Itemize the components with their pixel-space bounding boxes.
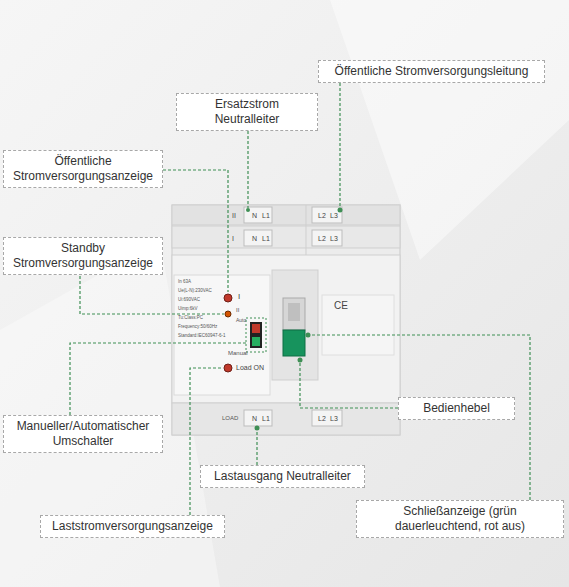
callout-text: Öffentliche Stromversorgungsleitung	[325, 64, 538, 79]
device-marking: II	[236, 307, 239, 314]
device-marking: LOAD	[222, 415, 238, 422]
device-marking: Manual	[228, 350, 248, 357]
device-marking: N	[252, 235, 257, 243]
device-marking: L3	[330, 212, 338, 220]
device-marking: In 63A	[178, 280, 191, 285]
device-marking: II	[232, 212, 236, 220]
callout-text: Öffentliche Stromversorgungsanzeige	[10, 154, 156, 184]
device-marking: Tu:Class:PC	[178, 316, 203, 321]
callout-box: Öffentliche Stromversorgungsleitung	[318, 60, 545, 83]
device-marking: L3	[330, 235, 338, 243]
device-marking: Frequency:50/60Hz	[178, 325, 217, 330]
device-marking: Load ON	[236, 364, 264, 372]
callout-text: Lastausgang Neutralleiter	[207, 469, 358, 484]
device-marking: L2	[318, 415, 326, 423]
device-marking: Standard:IEC60947-6-1	[178, 334, 226, 339]
callout-text: Ersatzstrom Neutralleiter	[183, 97, 311, 127]
device-marking: L3	[330, 415, 338, 423]
callout-text: Standby Stromversorgungsanzeige	[10, 241, 156, 271]
callout-text: Laststromversorgungsanzeige	[47, 519, 218, 534]
leader-dots	[246, 208, 343, 431]
device-marking: L1	[262, 415, 270, 423]
callout-text: Manueller/Automatischer Umschalter	[10, 419, 156, 449]
device-marking: CE	[334, 300, 348, 311]
callout-box: Manueller/Automatischer Umschalter	[3, 415, 163, 453]
callout-box: Ersatzstrom Neutralleiter	[176, 93, 318, 131]
device-marking: L1	[262, 235, 270, 243]
device-marking: N	[252, 415, 257, 423]
device-marking: Ue(L-N):230VAC	[178, 289, 212, 294]
callout-box: Öffentliche Stromversorgungsanzeige	[3, 150, 163, 188]
device-marking: Ui:690VAC	[178, 298, 200, 303]
device-marking: N	[252, 212, 257, 220]
callout-text: Bedienhebel	[405, 401, 508, 416]
callout-box: Bedienhebel	[398, 397, 515, 420]
callout-box: Schließanzeige (grün dauerleuchtend, rot…	[356, 500, 564, 538]
callout-box: Standby Stromversorgungsanzeige	[3, 237, 163, 275]
device-marking: L1	[262, 212, 270, 220]
device-marking: L2	[318, 212, 326, 220]
device-marking: Auto	[236, 318, 246, 324]
switch-device	[172, 205, 400, 435]
device-marking: L2	[318, 235, 326, 243]
callout-box: Lastausgang Neutralleiter	[200, 465, 365, 488]
callout-box: Laststromversorgungsanzeige	[40, 515, 225, 538]
device-marking: I	[238, 293, 240, 302]
callout-text: Schließanzeige (grün dauerleuchtend, rot…	[363, 504, 557, 534]
device-marking: Uimp:6kV	[178, 307, 198, 312]
device-marking: I	[232, 235, 234, 243]
